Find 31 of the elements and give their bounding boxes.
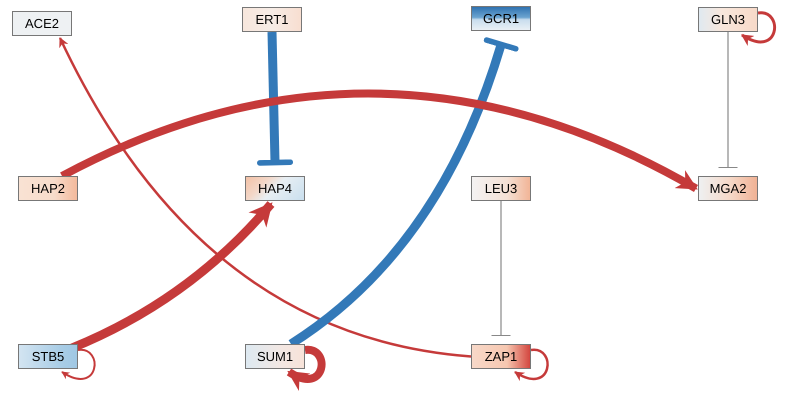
arrow [740, 12, 776, 46]
inhibition-line [491, 201, 511, 336]
arrow [60, 90, 698, 192]
inhibition-line [256, 32, 294, 166]
gene-box [471, 176, 531, 201]
gene-box [12, 11, 72, 36]
gene-label: SUM1 [256, 350, 294, 363]
gene-label: ZAP1 [484, 350, 518, 363]
gene-label: LEU3 [484, 182, 518, 195]
gene-box [18, 344, 78, 369]
arrow [287, 346, 326, 390]
gene-box [245, 176, 305, 201]
gene-box [471, 6, 531, 31]
gene-box [18, 176, 78, 201]
gene-label: ACE2 [25, 17, 59, 30]
gene-label: GCR1 [482, 12, 520, 25]
gene-box [698, 7, 758, 32]
gene-label: ERT1 [256, 13, 288, 26]
arrow [514, 348, 549, 381]
gene-box [242, 7, 302, 32]
gene-box [698, 176, 758, 201]
inhibition-line [718, 32, 738, 168]
arrow [61, 349, 96, 380]
gene-label: HAP4 [258, 182, 292, 195]
gene-label: MGA2 [710, 182, 746, 195]
arrow [58, 37, 472, 358]
gene-box [471, 344, 531, 369]
gene-box [245, 344, 305, 369]
gene-label: GLN3 [711, 13, 745, 26]
gene-label: STB5 [32, 350, 64, 363]
gene-label: HAP2 [31, 182, 65, 195]
